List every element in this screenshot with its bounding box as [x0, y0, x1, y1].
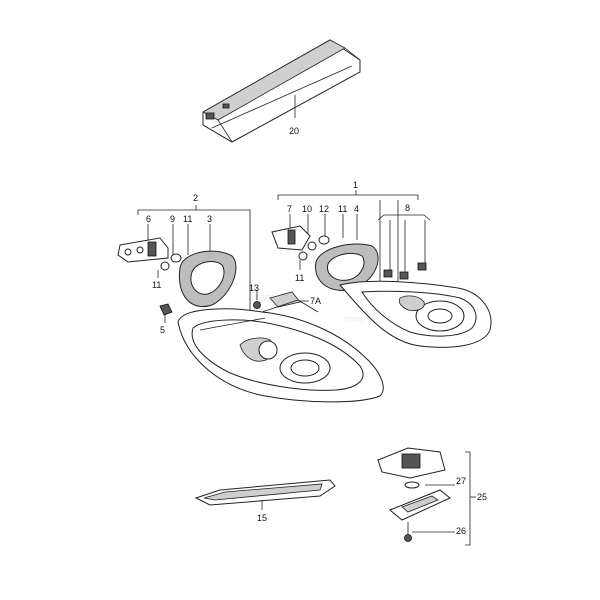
- part-7a-cover: [269, 291, 309, 308]
- callout-7a: 7A: [310, 296, 321, 306]
- callout-9: 9: [170, 214, 175, 224]
- part-5-socket: [159, 303, 173, 323]
- part-11-bulb-left: [157, 261, 170, 278]
- callout-27: 27: [456, 476, 466, 486]
- callout-8: 8: [405, 203, 410, 213]
- callout-10: 10: [302, 204, 312, 214]
- callout-4: 4: [354, 204, 359, 214]
- watermark-text: parts: [255, 292, 276, 302]
- bracket-group-8: [377, 214, 431, 272]
- watermark: parts com: [255, 292, 362, 324]
- part-9-bulb: [170, 253, 182, 263]
- callout-11d: 11: [295, 273, 304, 283]
- callout-5: 5: [160, 325, 165, 335]
- part-4-gasket: [315, 243, 379, 291]
- callout-20: 20: [289, 126, 299, 136]
- part-8-nuts: [383, 262, 427, 280]
- callout-11c: 11: [338, 204, 347, 214]
- right-tail-light-housing: [339, 280, 492, 348]
- callout-11a: 11: [183, 214, 192, 224]
- callout-25: 25: [477, 492, 487, 502]
- callout-3: 3: [207, 214, 212, 224]
- part-13-screw: [253, 290, 261, 309]
- part-15-reflector: [194, 479, 336, 510]
- callout-11b: 11: [152, 280, 161, 290]
- watermark-subtext: com: [345, 314, 362, 324]
- part-25-license-lens: [389, 489, 451, 521]
- part-3-gasket: [178, 250, 237, 307]
- part-27-license-lamp: [377, 447, 446, 489]
- part-10-bulb: [307, 241, 317, 251]
- callout-2: 2: [193, 193, 198, 203]
- part-11-bulb-right: [298, 251, 308, 270]
- bracket-group-25: [412, 451, 476, 546]
- callout-26: 26: [456, 526, 466, 536]
- callout-13: 13: [249, 283, 259, 293]
- callout-6: 6: [146, 214, 151, 224]
- bracket-group-2: [137, 205, 251, 330]
- callout-12: 12: [319, 204, 329, 214]
- callout-7: 7: [287, 204, 292, 214]
- part-7-bulb-holder: [271, 225, 311, 251]
- left-tail-light-housing: [177, 299, 384, 403]
- callout-1: 1: [353, 180, 358, 190]
- part-12-bulb: [318, 235, 330, 245]
- part-26-screw: [404, 522, 412, 542]
- part-20-brake-light: [202, 39, 361, 143]
- part-6-bulb-holder: [117, 237, 169, 263]
- callout-15: 15: [257, 513, 267, 523]
